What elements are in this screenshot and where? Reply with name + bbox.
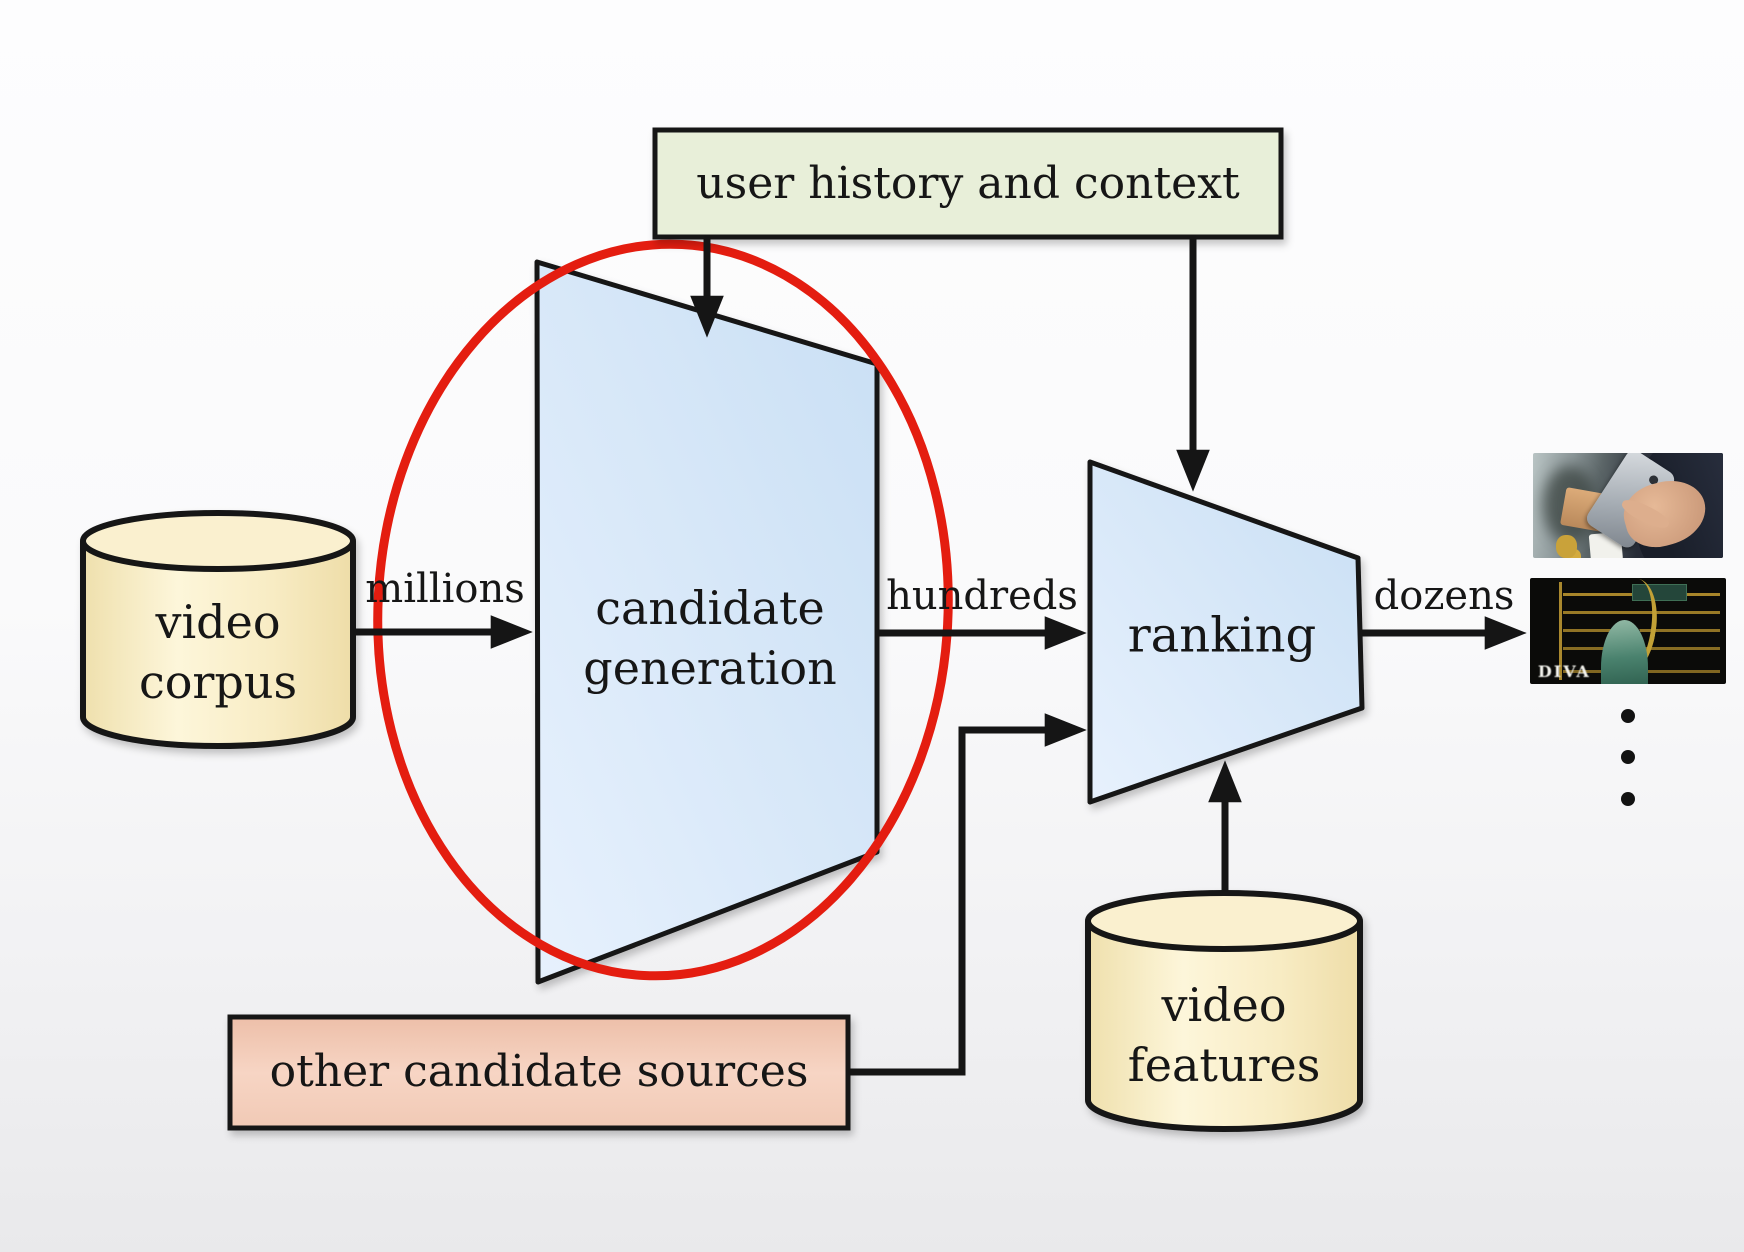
video-corpus-label: video corpus: [139, 592, 297, 712]
other-candidate-sources-box: [227, 1014, 851, 1131]
user-history-box: [652, 127, 1284, 240]
result-thumbnail-phone: [1533, 453, 1723, 558]
video-corpus-label-line1: video: [155, 595, 281, 649]
candidate-generation-label-line1: candidate: [595, 581, 825, 635]
music-thumb-green-figure: [1600, 620, 1648, 684]
ranking-label: ranking: [1127, 607, 1317, 664]
video-features-label: video features: [1128, 975, 1321, 1095]
phone-thumb-gold-chain: [1555, 534, 1577, 558]
ranking-funnel: [1087, 459, 1365, 805]
music-thumb-green-panel: [1631, 584, 1687, 602]
video-features-cylinder-body: [1085, 921, 1363, 1132]
ellipsis-dot: [1621, 792, 1635, 806]
video-corpus-cylinder-lid: [80, 510, 356, 572]
music-thumb-logo: DIVA: [1537, 661, 1591, 681]
music-thumb-gold-bar: [1563, 628, 1721, 632]
video-features-label-line1: video: [1161, 978, 1287, 1032]
music-thumb-gold-bar: [1563, 610, 1721, 614]
arrow-other-sources-to-ranking: [848, 713, 1087, 1076]
video-features-cylinder: [1085, 890, 1363, 1132]
edge-label-hundreds: hundreds: [886, 573, 1078, 619]
video-corpus-cylinder-body: [80, 541, 356, 749]
music-thumb-gold-post: [1559, 582, 1563, 680]
video-features-cylinder-lid: [1085, 890, 1363, 952]
video-corpus-cylinder: [80, 510, 356, 749]
ellipsis-dot: [1621, 750, 1635, 764]
result-thumbnail-music-video: DIVA: [1530, 578, 1726, 684]
edge-label-millions: millions: [365, 566, 525, 612]
red-highlight-ellipse: [373, 239, 953, 981]
video-corpus-label-line2: corpus: [138, 655, 298, 709]
candidate-generation-label: candidate generation: [583, 578, 836, 698]
other-candidate-sources-label: other candidate sources: [269, 1045, 809, 1097]
edge-label-dozens: dozens: [1373, 573, 1515, 619]
candidate-generation-label-line2: generation: [583, 641, 837, 695]
ellipsis-dot: [1621, 709, 1635, 723]
video-features-label-line2: features: [1127, 1038, 1321, 1092]
user-history-label: user history and context: [696, 157, 1240, 209]
